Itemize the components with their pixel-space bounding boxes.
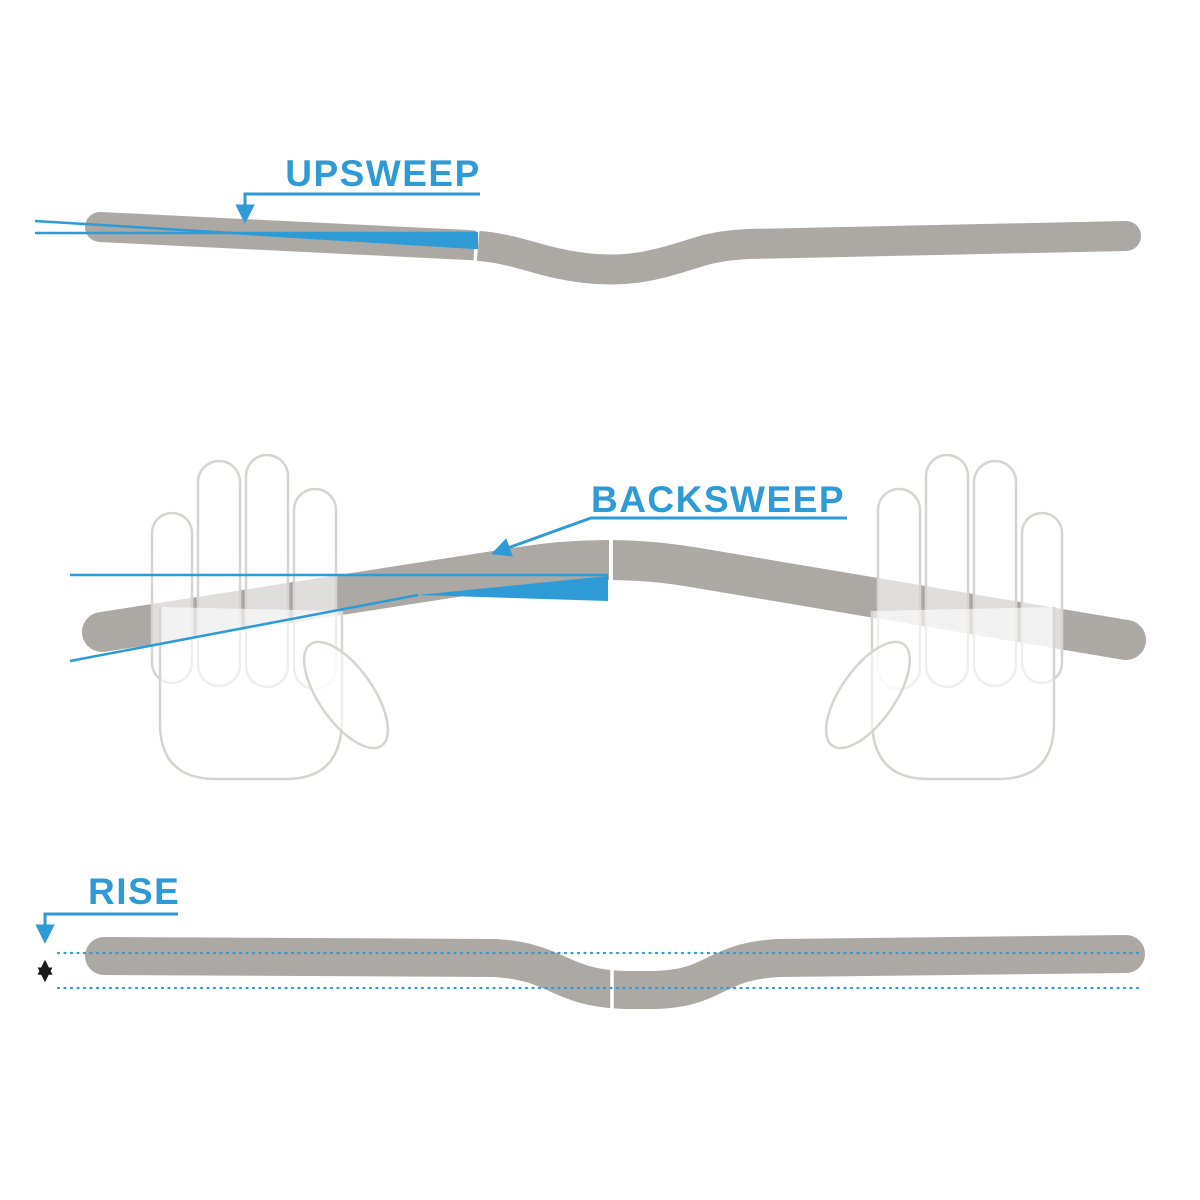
upsweep-angle-wedge — [232, 233, 478, 248]
upsweep-grip-axis-line — [34, 219, 479, 250]
palm-outline — [870, 607, 1056, 781]
handlebar-front-view — [85, 212, 1141, 285]
left-hand-outline — [150, 453, 390, 781]
backsweep-section: BACKSWEEP — [69, 453, 1146, 781]
palm-outline — [158, 607, 344, 781]
thumb-outline — [302, 640, 390, 750]
handlebar-top-view — [82, 540, 1146, 660]
rise-label: RISE — [88, 871, 180, 912]
thumb-outline — [824, 640, 912, 750]
backsweep-angle-wedge — [418, 576, 608, 601]
backsweep-pointer-arrow — [491, 516, 847, 557]
right-hand-outline — [824, 453, 1064, 781]
upsweep-label: UPSWEEP — [285, 153, 481, 194]
backsweep-grip-axis-line — [69, 593, 419, 663]
upsweep-pointer-arrow — [235, 192, 480, 224]
upsweep-section: UPSWEEP — [34, 153, 1141, 285]
rise-pointer-arrow — [35, 912, 178, 944]
handlebar-front-view-rise — [85, 935, 1145, 1009]
rise-section: RISE — [35, 871, 1145, 1011]
backsweep-label: BACKSWEEP — [591, 479, 845, 520]
